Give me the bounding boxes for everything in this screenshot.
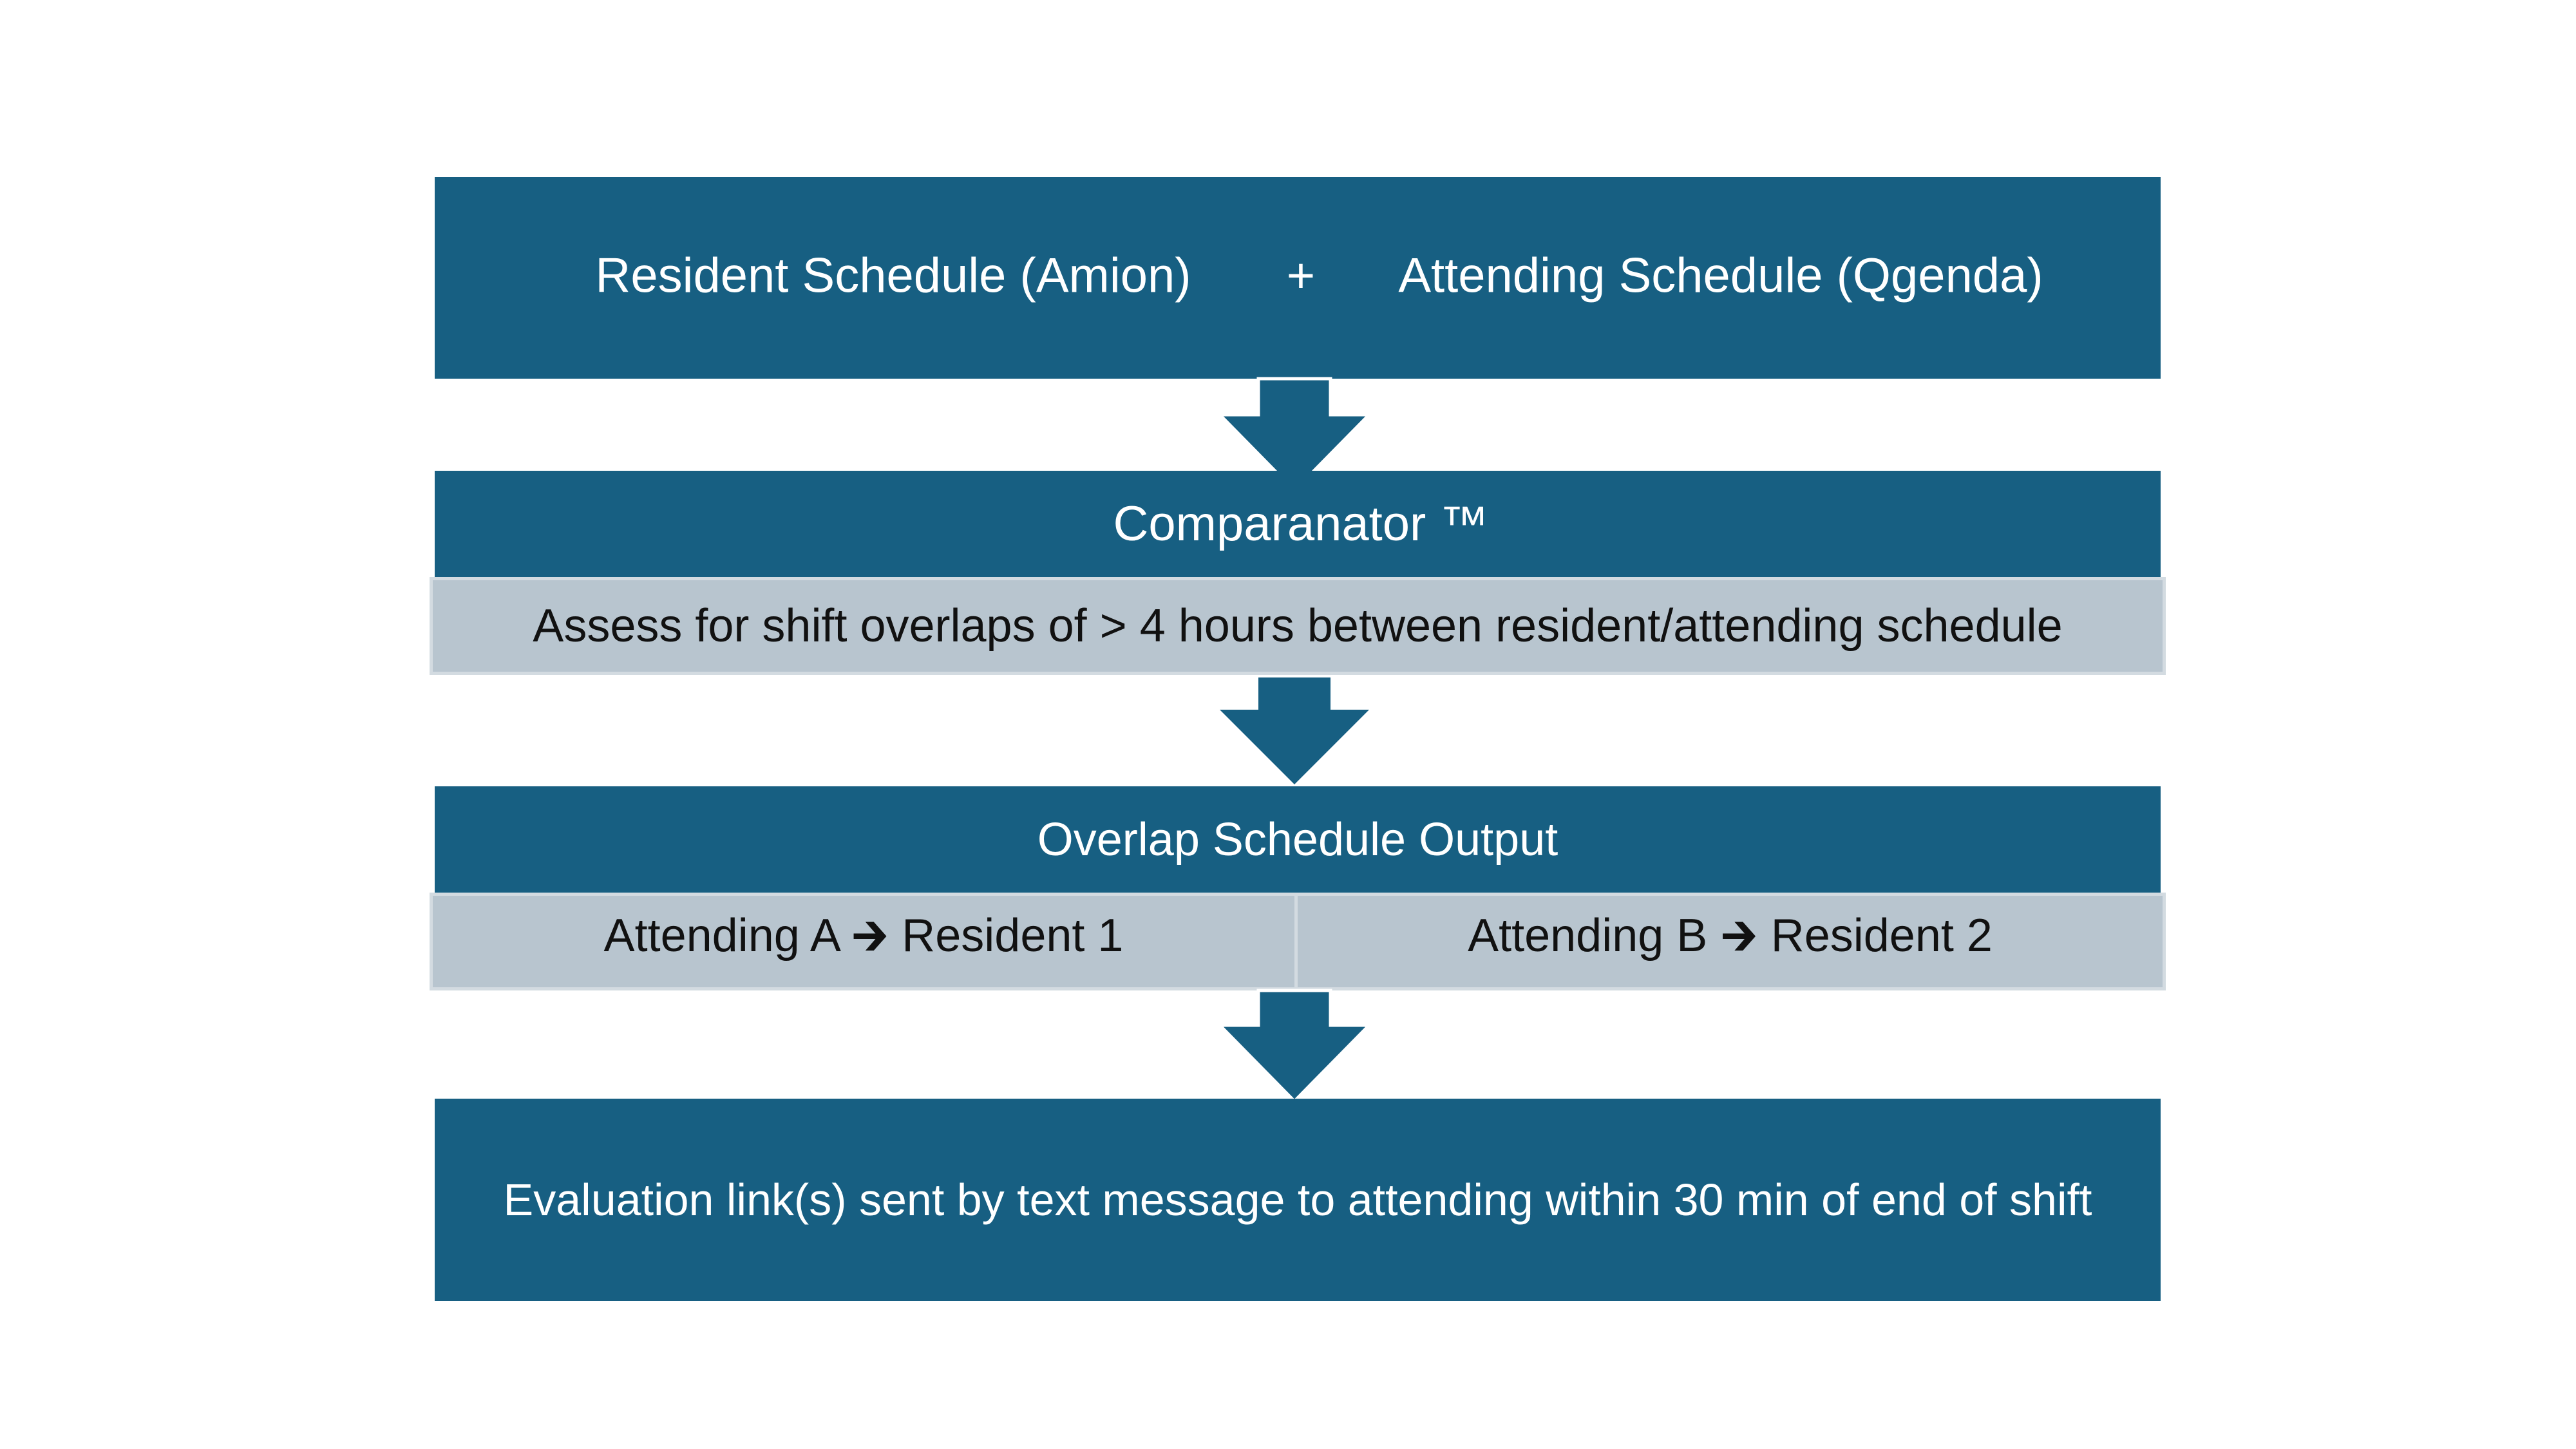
plus-sign: +	[1286, 248, 1316, 303]
input-schedules-box	[435, 177, 2161, 379]
attending-name: Attending B	[1468, 910, 1708, 961]
resident-schedule-label: Resident Schedule (Amion)	[595, 248, 1191, 303]
comparator-header: Comparanator ™	[435, 471, 2161, 577]
right-arrow-icon: 🡲	[1720, 908, 1758, 962]
overlap-output-title: Overlap Schedule Output	[1037, 813, 1558, 866]
comparator-title: Comparanator ™	[1113, 497, 1489, 551]
resident-name: Resident 1	[902, 910, 1124, 961]
down-arrow-icon	[1216, 989, 1373, 1104]
overlap-pair-text: Attending A 🡲 Resident 1	[604, 902, 1124, 981]
overlap-pair-text: Attending B 🡲 Resident 2	[1468, 902, 1993, 981]
down-arrow-icon	[1216, 377, 1373, 493]
right-arrow-icon: 🡲	[851, 908, 889, 962]
attending-schedule-label: Attending Schedule (Qgenda)	[1398, 248, 2043, 303]
overlap-pair-cell: Attending B 🡲 Resident 2	[1294, 893, 2166, 990]
comparator-description-box: Assess for shift overlaps of > 4 hours b…	[430, 577, 2166, 675]
comparator-description: Assess for shift overlaps of > 4 hours b…	[533, 600, 2063, 652]
overlap-pair-cell: Attending A 🡲 Resident 1	[430, 893, 1298, 990]
evaluation-box: Evaluation link(s) sent by text message …	[435, 1099, 2161, 1301]
overlap-output-header: Overlap Schedule Output	[435, 786, 2161, 893]
resident-name: Resident 2	[1770, 910, 1993, 961]
evaluation-text: Evaluation link(s) sent by text message …	[503, 1175, 2092, 1225]
attending-name: Attending A	[603, 910, 838, 961]
down-arrow-icon	[1220, 677, 1369, 784]
